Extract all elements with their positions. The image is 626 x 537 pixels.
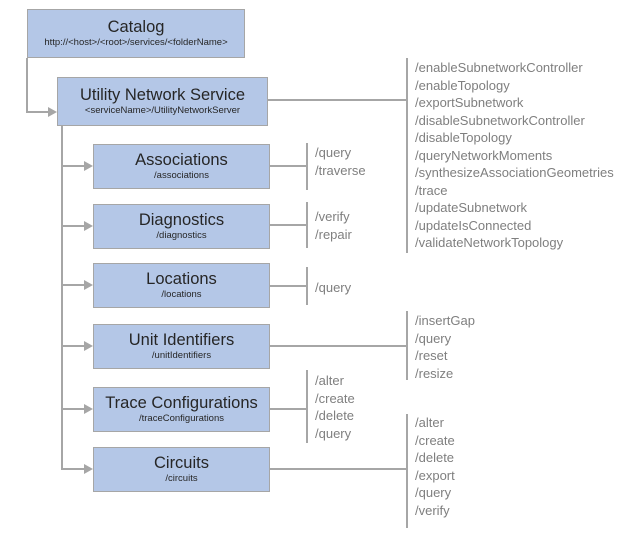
- connector-unit-identifiers-ops: [270, 345, 407, 347]
- connector-service-trunk: [61, 126, 63, 470]
- arrowhead-to-associations: [84, 161, 93, 171]
- associations-subtitle: /associations: [154, 170, 209, 181]
- operation-label: /insertGap: [415, 313, 475, 328]
- unit-identifiers-box: Unit Identifiers /unitIdentifiers: [93, 324, 270, 369]
- circuits-box: Circuits /circuits: [93, 447, 270, 492]
- catalog-subtitle: http://<host>/<root>/services/<folderNam…: [44, 37, 228, 48]
- arrowhead-to-service: [48, 107, 57, 117]
- operation-label: /exportSubnetwork: [415, 95, 524, 110]
- operation-label: /queryNetworkMoments: [415, 147, 553, 163]
- operation-label: /updateIsConnected: [415, 217, 532, 233]
- operation-label: /query: [315, 145, 352, 160]
- bracket-associations-ops: [306, 143, 308, 190]
- operation-label: /updateSubnetwork: [415, 200, 528, 215]
- connector-service-ops: [268, 99, 407, 101]
- arrowhead-to-trace-configurations: [84, 404, 93, 414]
- operation-label: /disableSubnetworkController: [415, 112, 585, 128]
- circuits-operations-list: /alter/create/delete/export/query/verify: [415, 414, 455, 519]
- bracket-service-ops: [406, 58, 408, 253]
- connector-branch-diagnostics: [61, 225, 84, 227]
- associations-title: Associations: [135, 151, 228, 169]
- associations-operations-list: /query/traverse: [315, 144, 366, 179]
- operation-label: /synthesizeAssociationGeometries: [415, 165, 614, 180]
- circuits-subtitle: /circuits: [165, 473, 198, 484]
- operation-label: /resize: [415, 365, 454, 381]
- bracket-diagnostics-ops: [306, 202, 308, 248]
- operation-label: /verify: [415, 502, 450, 518]
- service-title: Utility Network Service: [79, 86, 246, 104]
- operation-label: /enableSubnetworkController: [415, 60, 583, 75]
- connector-trace-configurations-ops: [270, 408, 307, 410]
- service-operations-list: /enableSubnetworkController/enableTopolo…: [415, 59, 614, 252]
- connector-branch-trace-configurations: [61, 408, 84, 410]
- bracket-trace-configurations-ops: [306, 370, 308, 443]
- operation-label: /delete: [315, 408, 355, 423]
- trace-configurations-box: Trace Configurations /traceConfiguration…: [93, 387, 270, 432]
- diagnostics-box: Diagnostics /diagnostics: [93, 204, 270, 249]
- trace-configurations-title: Trace Configurations: [105, 394, 258, 412]
- connector-branch-unit-identifiers: [61, 345, 84, 347]
- locations-title: Locations: [146, 270, 217, 288]
- connector-locations-ops: [270, 285, 307, 287]
- connector-catalog-elbow: [26, 111, 50, 113]
- operation-label: /alter: [415, 415, 444, 430]
- arrowhead-to-locations: [84, 280, 93, 290]
- operation-label: /validateNetworkTopology: [415, 235, 564, 250]
- bracket-locations-ops: [306, 267, 308, 305]
- operation-label: /reset: [415, 348, 448, 363]
- connector-branch-locations: [61, 284, 84, 286]
- operation-label: /query: [315, 280, 352, 295]
- diagnostics-operations-list: /verify/repair: [315, 208, 352, 243]
- trace-configurations-subtitle: /traceConfigurations: [138, 413, 225, 424]
- arrowhead-to-unit-identifiers: [84, 341, 93, 351]
- connector-catalog-trunk: [26, 58, 28, 113]
- connector-circuits-ops: [270, 468, 407, 470]
- connector-diagnostics-ops: [270, 224, 307, 226]
- diagnostics-title: Diagnostics: [138, 211, 225, 229]
- operation-label: /traverse: [315, 162, 366, 178]
- operation-label: /query: [415, 330, 452, 346]
- diagnostics-subtitle: /diagnostics: [156, 230, 207, 241]
- operation-label: /enableTopology: [415, 77, 510, 93]
- arrowhead-to-circuits: [84, 464, 93, 474]
- connector-associations-ops: [270, 165, 307, 167]
- operation-label: /create: [415, 432, 455, 448]
- arrowhead-to-diagnostics: [84, 221, 93, 231]
- operation-label: /create: [315, 390, 355, 406]
- operation-label: /export: [415, 467, 455, 483]
- operation-label: /alter: [315, 373, 344, 388]
- locations-operations-list: /query: [315, 279, 351, 297]
- operation-label: /verify: [315, 209, 350, 224]
- circuits-title: Circuits: [153, 454, 209, 472]
- connector-branch-associations: [61, 165, 84, 167]
- trace-configurations-operations-list: /alter/create/delete/query: [315, 372, 355, 442]
- locations-subtitle: /locations: [161, 289, 202, 300]
- bracket-unit-identifiers-ops: [406, 311, 408, 380]
- operation-label: /repair: [315, 226, 352, 242]
- catalog-title: Catalog: [107, 18, 165, 36]
- connector-branch-circuits: [61, 468, 84, 470]
- utility-network-service-box: Utility Network Service <serviceName>/Ut…: [57, 77, 268, 126]
- unit-identifiers-subtitle: /unitIdentifiers: [151, 350, 212, 361]
- locations-box: Locations /locations: [93, 263, 270, 308]
- operation-label: /delete: [415, 450, 455, 465]
- operation-label: /query: [415, 485, 452, 500]
- unit-identifiers-operations-list: /insertGap/query/reset/resize: [415, 312, 475, 382]
- associations-box: Associations /associations: [93, 144, 270, 189]
- operation-label: /trace: [415, 182, 448, 198]
- unit-identifiers-title: Unit Identifiers: [128, 331, 235, 349]
- operation-label: /query: [315, 425, 352, 441]
- service-subtitle: <serviceName>/UtilityNetworkServer: [84, 105, 241, 116]
- operation-label: /disableTopology: [415, 130, 512, 145]
- bracket-circuits-ops: [406, 414, 408, 528]
- catalog-box: Catalog http://<host>/<root>/services/<f…: [27, 9, 245, 58]
